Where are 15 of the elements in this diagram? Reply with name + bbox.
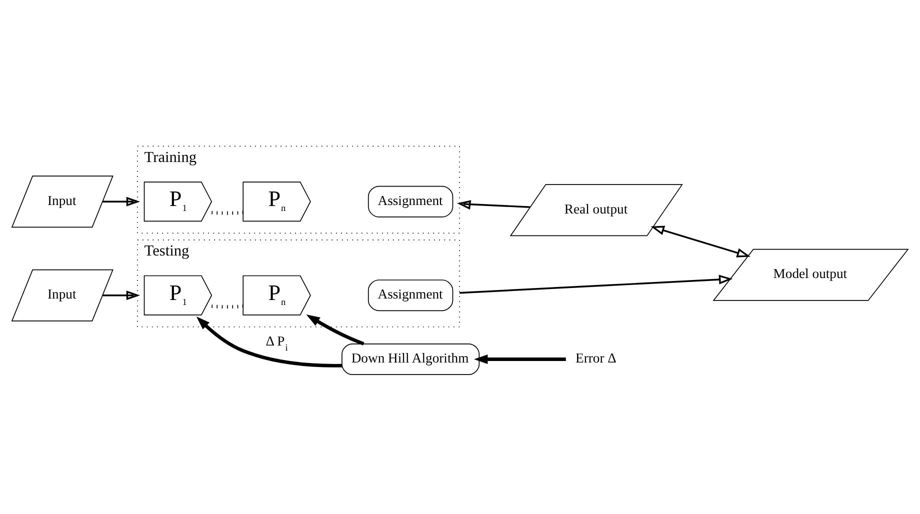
arrow [102, 290, 140, 300]
edge-label: Δ P$_{i}$ [266, 333, 288, 354]
arrow [457, 200, 530, 210]
node-box: Assignment [368, 186, 454, 218]
node-text: Error Δ [576, 350, 616, 366]
connector [212, 304, 244, 309]
arrow [650, 226, 751, 258]
connector [212, 210, 244, 215]
arrow [102, 196, 140, 206]
arrow [196, 316, 342, 368]
arrow [460, 274, 733, 294]
arrow [474, 354, 566, 364]
arrow [306, 314, 364, 346]
node-box: Down Hill Algorithm [342, 344, 480, 376]
node-box: Assignment [368, 280, 454, 312]
